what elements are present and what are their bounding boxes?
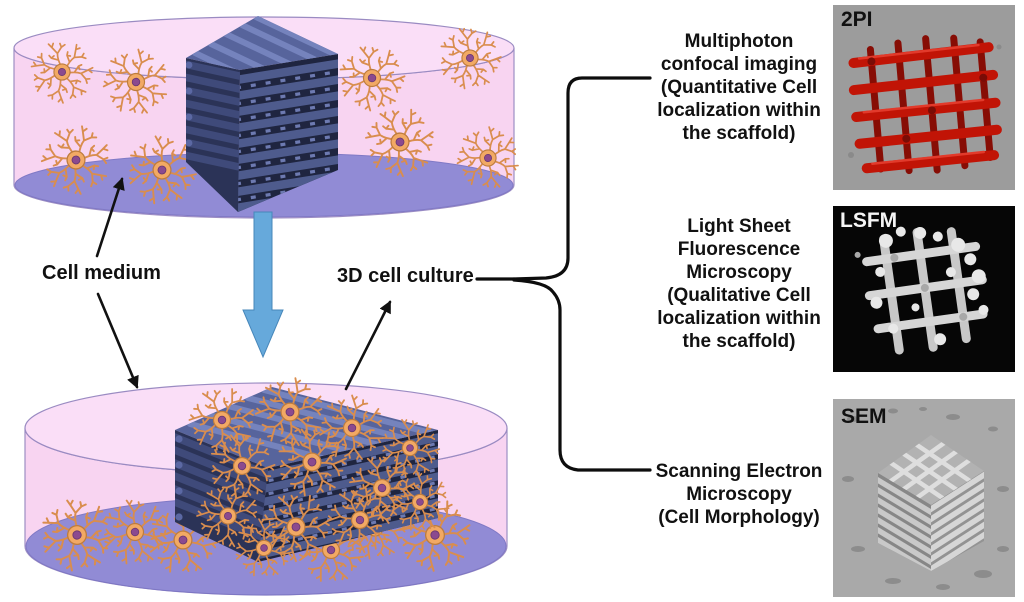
technique-description-lsfm: Light Sheet Fluorescence Microscopy (Qua… <box>657 216 821 352</box>
scaffold-3d-empty <box>186 16 338 212</box>
image-tag-2pi: 2PI <box>841 8 873 31</box>
annotation-arrows <box>95 177 392 391</box>
lsfm-render <box>833 206 1015 372</box>
scaffold-3d-with-cells <box>175 364 458 580</box>
sem-render <box>833 399 1015 597</box>
arrow-cell-medium-to-top-dish <box>95 177 125 258</box>
arrow-dish-to-3d-cell-culture <box>344 300 392 391</box>
arrow-cell-medium-to-bottom-dish <box>96 292 139 389</box>
technique-description-multiphoton: Multiphoton confocal imaging (Quantitati… <box>657 31 821 144</box>
2pi-render <box>833 5 1015 190</box>
gray-scaffold-cube <box>878 435 984 571</box>
gray-scaffold <box>854 226 989 355</box>
image-tag-sem: SEM <box>841 405 887 428</box>
technique-description-sem: Scanning Electron Microscopy (Cell Morph… <box>655 461 823 528</box>
brace-top-arm <box>512 76 652 281</box>
process-down-arrow <box>242 211 284 359</box>
micrograph-lsfm: LSFM <box>833 206 1015 372</box>
petri-dish-bottom <box>24 364 508 596</box>
cell-medium-label: Cell medium <box>42 262 161 284</box>
micrograph-2pi: 2PI <box>833 5 1015 190</box>
debris <box>848 44 1002 158</box>
left-diagram <box>13 16 652 596</box>
brace-bottom-arm <box>512 278 652 472</box>
cell-blobs <box>870 226 989 346</box>
red-scaffold <box>848 34 1002 175</box>
debris-cells <box>842 407 1009 590</box>
petri-dish-top <box>13 16 531 219</box>
image-tag-lsfm: LSFM <box>840 209 898 232</box>
3d-cell-culture-label: 3D cell culture <box>337 265 474 287</box>
brace-connector <box>475 76 652 472</box>
micrograph-sem: SEM <box>833 399 1015 597</box>
